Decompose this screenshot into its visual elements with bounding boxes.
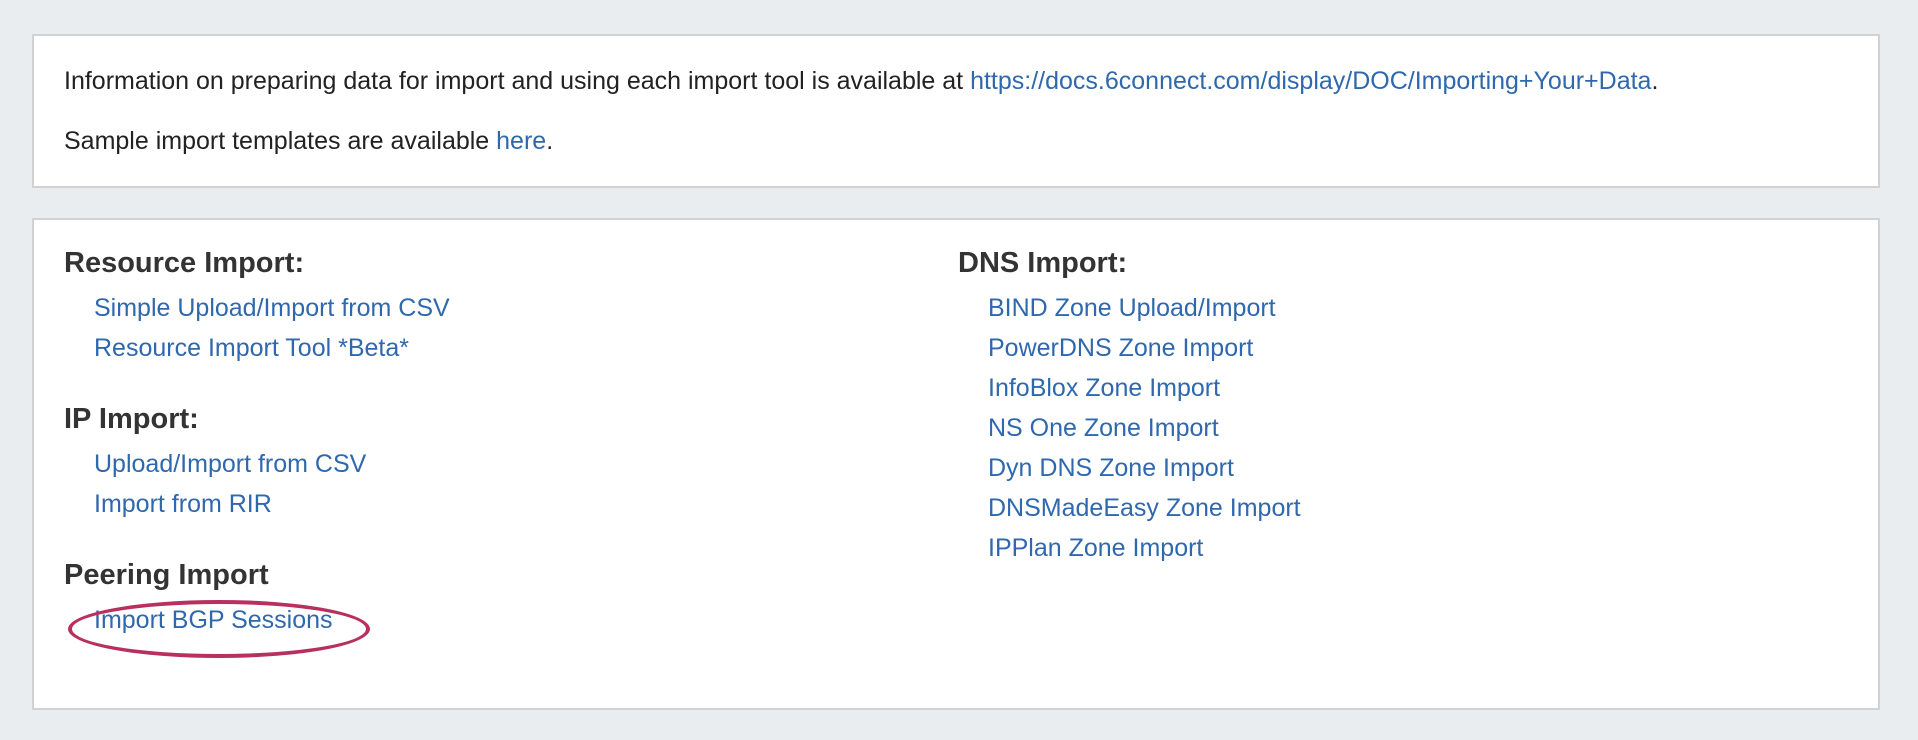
import-bgp-sessions-link[interactable]: Import BGP Sessions: [94, 606, 333, 634]
dnsmadeeasy-zone-import-link[interactable]: DNSMadeEasy Zone Import: [988, 494, 1301, 522]
import-from-rir-link[interactable]: Import from RIR: [94, 490, 272, 518]
sample-templates-link[interactable]: here: [496, 127, 547, 155]
peering-import-heading: Peering Import: [64, 559, 269, 591]
ip-import-heading: IP Import:: [64, 403, 199, 435]
resource-import-tool-link[interactable]: Resource Import Tool *Beta*: [94, 334, 409, 362]
infoblox-zone-import-link[interactable]: InfoBlox Zone Import: [988, 374, 1221, 402]
import-info-text: Information on preparing data for import…: [64, 66, 1658, 96]
import-info-label: Information on preparing data for import…: [64, 67, 971, 95]
sample-templates-label: Sample import templates are available: [64, 127, 497, 155]
simple-upload-csv-link[interactable]: Simple Upload/Import from CSV: [94, 294, 450, 322]
ns-one-zone-import-link[interactable]: NS One Zone Import: [988, 414, 1219, 442]
importing-docs-link[interactable]: https://docs.6connect.com/display/DOC/Im…: [970, 67, 1652, 95]
import-info-period: .: [1651, 67, 1659, 95]
ip-upload-csv-link[interactable]: Upload/Import from CSV: [94, 450, 367, 478]
bind-zone-upload-link[interactable]: BIND Zone Upload/Import: [988, 294, 1276, 322]
import-tools-panel: Resource Import: Simple Upload/Import fr…: [32, 218, 1880, 710]
ipplan-zone-import-link[interactable]: IPPlan Zone Import: [988, 534, 1204, 562]
resource-import-heading: Resource Import:: [64, 247, 305, 279]
import-info-panel: Information on preparing data for import…: [32, 34, 1880, 188]
powerdns-zone-import-link[interactable]: PowerDNS Zone Import: [988, 334, 1254, 362]
dyn-dns-zone-import-link[interactable]: Dyn DNS Zone Import: [988, 454, 1234, 482]
sample-templates-text: Sample import templates are available he…: [64, 126, 553, 156]
sample-templates-period: .: [546, 127, 554, 155]
dns-import-heading: DNS Import:: [958, 247, 1128, 279]
